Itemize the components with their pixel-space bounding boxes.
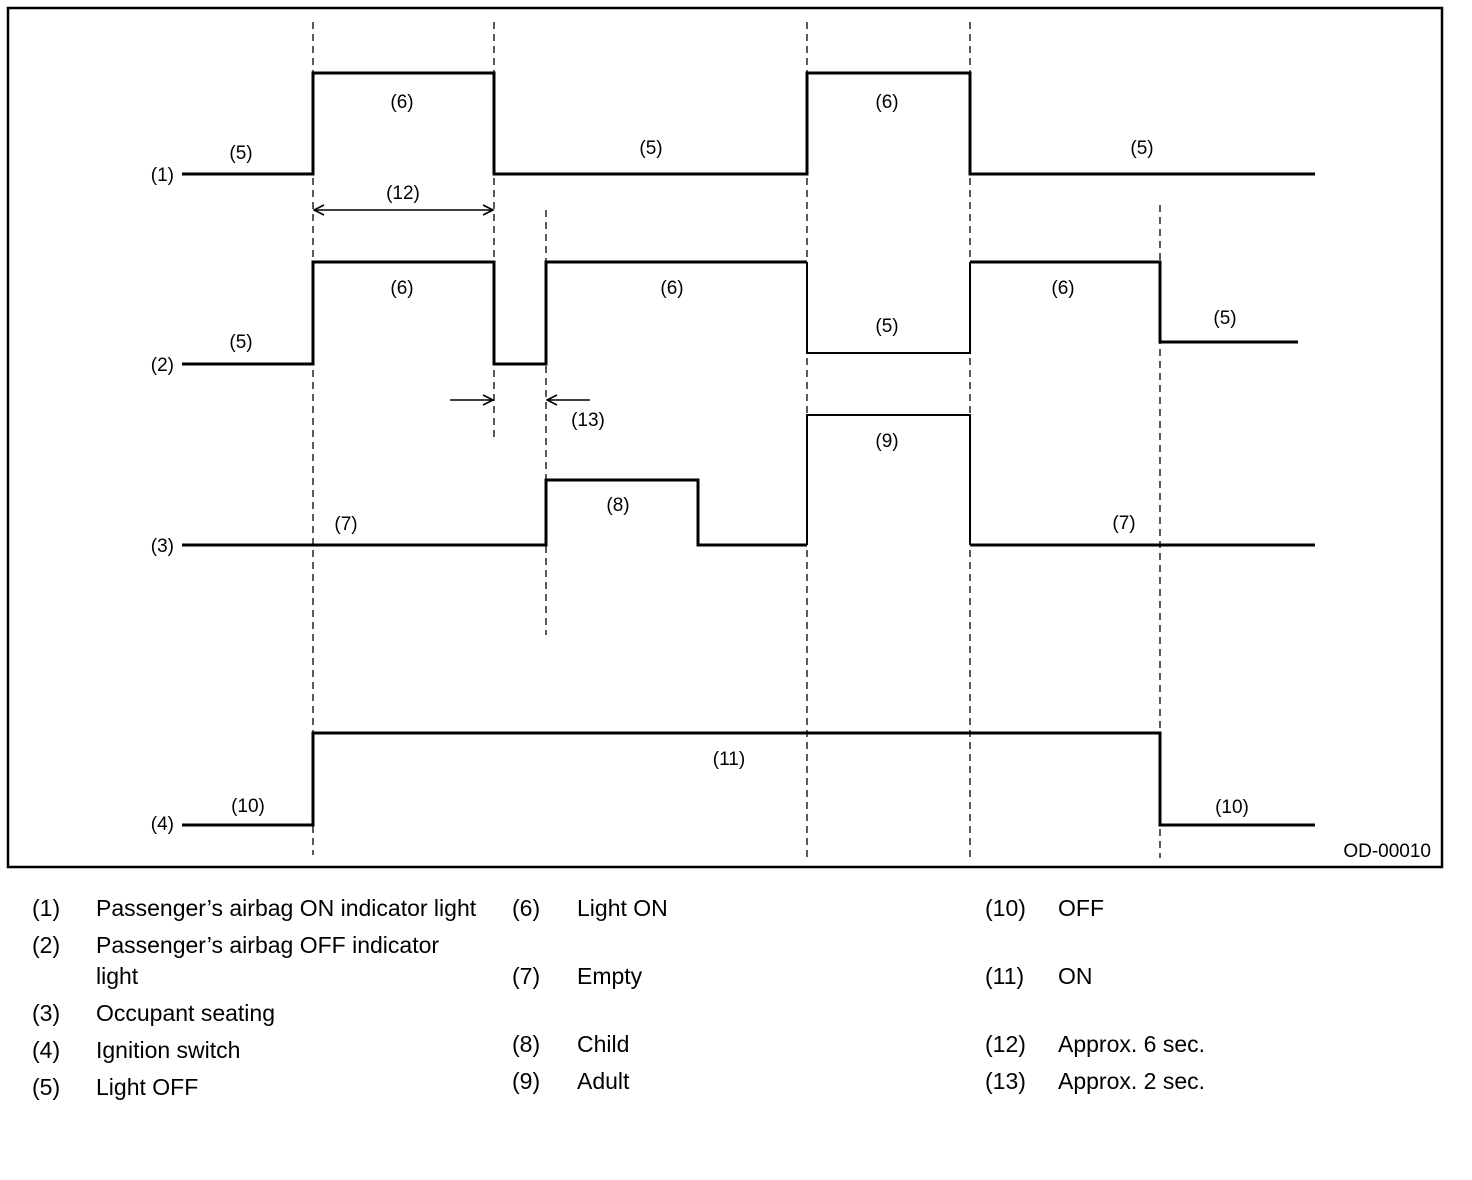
state-label: (9) [875,431,898,452]
legend-number: (4) [32,1037,61,1063]
state-label: (7) [1112,513,1135,534]
waveform-row-3-b [806,414,971,545]
waveforms [182,71,1315,827]
state-label: (10) [231,796,265,817]
waveform-row-3 [182,478,807,547]
legend-item: (3) Occupant seating [32,998,482,1029]
legend-text: ON [1058,963,1093,989]
legend-item: (13) Approx. 2 sec. [985,1066,1425,1097]
legend-item: (9) Adult [512,1066,932,1097]
legend-number: (11) [985,963,1025,989]
state-label: (10) [1215,797,1249,818]
legend-number: (6) [512,895,541,921]
legend-item: (1) Passenger’s airbag ON indicator ligh… [32,893,482,924]
legend-text: Light ON [577,895,668,921]
waveform-row-4 [182,731,1315,827]
legend-column-2: (6) Light ON (7) Empty (8) Child (9) Adu… [512,893,932,1103]
legend-text: Approx. 2 sec. [1058,1068,1206,1094]
legend-text: OFF [1058,895,1104,921]
state-label: (6) [390,92,413,113]
waveform-row-2-c [970,260,1298,344]
state-label: (5) [1213,308,1236,329]
legend-item: (5) Light OFF [32,1072,482,1103]
legend-text: Passenger’s airbag ON indicator light [96,895,477,921]
legend-item: (4) Ignition switch [32,1035,482,1066]
row-label-2: (2) [151,355,174,376]
state-label: (8) [606,495,629,516]
row-label-1: (1) [151,165,174,186]
state-label: (5) [229,143,252,164]
state-label: (11) [713,749,745,770]
legend-item: (7) Empty [512,961,932,992]
duration-label-12: (12) [386,183,420,204]
state-label: (5) [875,316,898,337]
legend-item: (8) Child [512,1029,932,1060]
legend-number: (7) [512,963,541,989]
legend-number: (5) [32,1074,61,1100]
legend-number: (3) [32,1000,61,1026]
legend-column-1: (1) Passenger’s airbag ON indicator ligh… [32,893,482,1109]
waveform-row-2 [182,260,807,366]
legend-number: (1) [32,895,61,921]
duration-label-13: (13) [571,410,605,431]
legend-text: Child [577,1031,630,1057]
legend-number: (13) [985,1068,1026,1094]
diagram-frame [6,6,1444,869]
state-label: (6) [875,92,898,113]
legend-text: Passenger’s airbag OFF indicator light [96,932,440,989]
legend-text: Empty [577,963,643,989]
legend-column-3: (10) OFF (11) ON (12) Approx. 6 sec. (13… [985,893,1425,1103]
state-label: (6) [1051,278,1074,299]
state-label: (5) [1130,138,1153,159]
legend-text: Occupant seating [96,1000,276,1026]
legend-number: (10) [985,895,1026,921]
row-label-4: (4) [151,814,174,835]
legend-number: (12) [985,1031,1026,1057]
legend-text: Light OFF [96,1074,199,1100]
legend-item: (11) ON [985,961,1425,992]
legend-text: Adult [577,1068,630,1094]
legend-item: (10) OFF [985,893,1425,924]
timing-diagram: (1) (2) (3) (4) (5) (6) (5) (6) (5) (12)… [6,6,1444,869]
legend-number: (9) [512,1068,541,1094]
row-label-3: (3) [151,536,174,557]
legend-number: (8) [512,1031,541,1057]
waveform-row-1 [182,71,1315,176]
state-label: (6) [660,278,683,299]
state-label: (5) [229,332,252,353]
legend-text: Approx. 6 sec. [1058,1031,1206,1057]
legend-item: (2) Passenger’s airbag OFF indicator lig… [32,930,482,992]
state-label: (5) [639,138,662,159]
legend-item: (12) Approx. 6 sec. [985,1029,1425,1060]
legend-item: (6) Light ON [512,893,932,924]
legend-text: Ignition switch [96,1037,241,1063]
waveform-row-2-b [806,262,971,354]
state-label: (6) [390,278,413,299]
diagram-code: OD-00010 [1343,841,1431,862]
legend-number: (2) [32,932,61,958]
duration-arrows [314,210,590,400]
state-label: (7) [334,514,357,535]
